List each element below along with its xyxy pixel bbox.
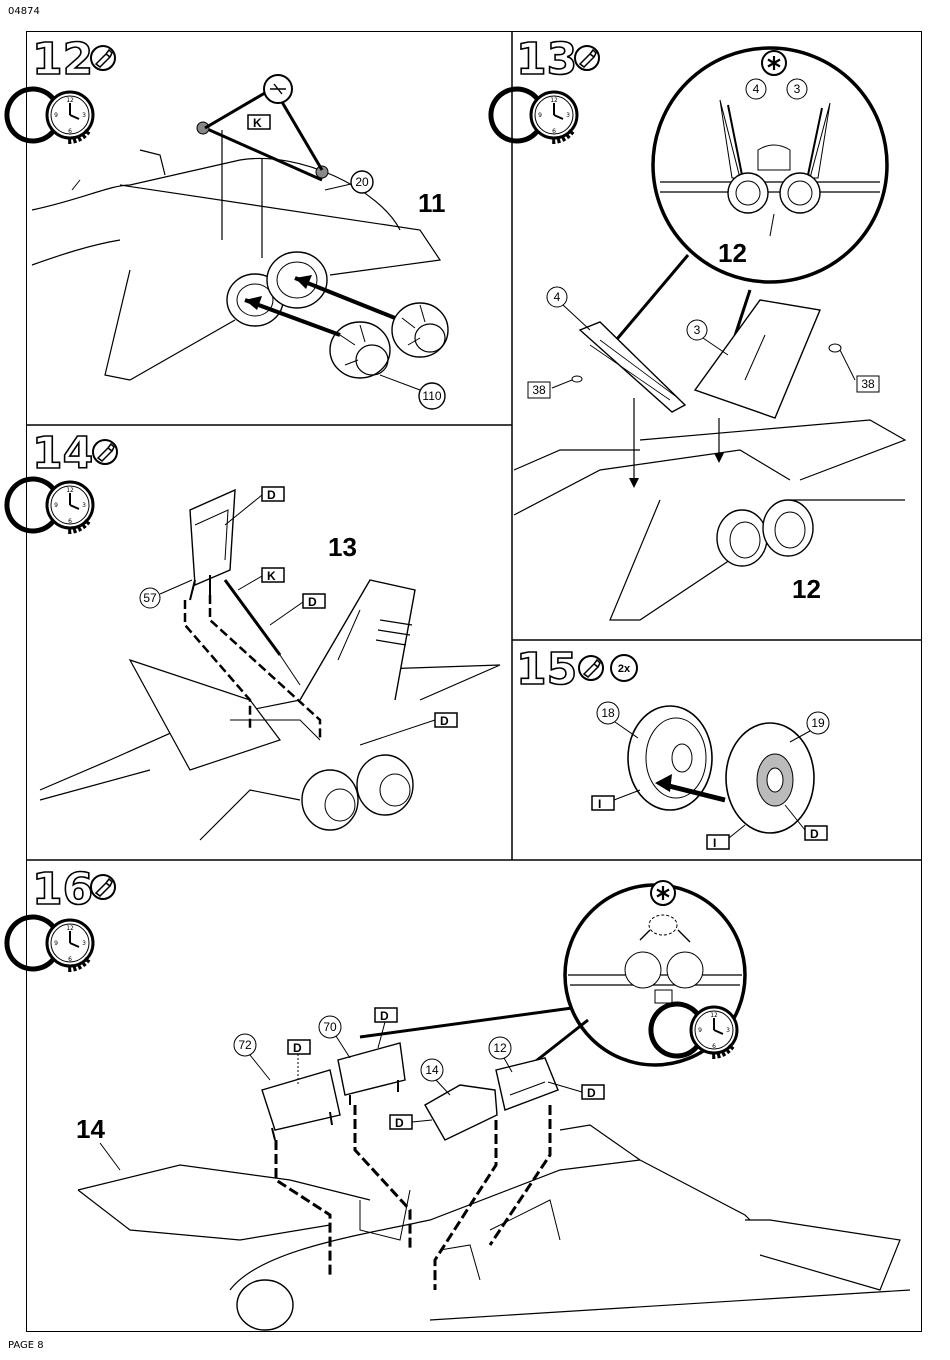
paint-color-tag: D — [308, 595, 317, 609]
step-number: 14 — [32, 428, 93, 479]
quantity-badge: 2x — [618, 663, 631, 675]
glue-tube-icon — [90, 45, 116, 71]
glue-tube-icon — [574, 45, 600, 71]
step-number: 13 — [516, 34, 577, 85]
instruction-frame — [26, 31, 922, 1332]
assembly-label: 12 — [792, 574, 821, 604]
paint-color-tag: D — [440, 714, 449, 728]
part-callout-14: 14 — [425, 1063, 439, 1077]
step-15-panel: 15 2x 18 19 I I D — [515, 643, 830, 850]
paint-color-tag: D — [395, 1116, 404, 1130]
paint-color-tag: I — [598, 797, 601, 811]
paint-color-tag: K — [253, 116, 262, 130]
part-callout-4: 4 — [554, 290, 561, 304]
drying-time-clock-icon — [7, 479, 93, 531]
paint-color-tag: D — [380, 1009, 389, 1023]
part-callout-57: 57 — [143, 591, 157, 605]
drying-time-clock-icon — [491, 89, 577, 141]
document-code: 04874 — [8, 6, 40, 17]
part-callout-3: 3 — [694, 323, 701, 337]
part-callout-38: 38 — [861, 377, 875, 391]
part-callout-38: 38 — [532, 383, 546, 397]
step-number: 16 — [32, 864, 93, 915]
part-callout-70: 70 — [323, 1020, 337, 1034]
paint-color-tag: D — [587, 1086, 596, 1100]
part-callout-12: 12 — [493, 1041, 507, 1055]
assembly-label: 13 — [328, 532, 357, 562]
paint-color-tag: D — [267, 488, 276, 502]
part-callout-18: 18 — [601, 706, 615, 720]
step-14-panel: 14 D K D D — [7, 427, 501, 841]
part-callout-3: 3 — [794, 82, 801, 96]
step-number: 15 — [516, 644, 577, 695]
paint-color-tag: K — [267, 569, 276, 583]
paint-color-tag: I — [713, 836, 716, 850]
drying-time-clock-icon — [7, 89, 93, 141]
step-16-panel: 16 14 — [7, 863, 911, 1331]
glue-tube-icon — [578, 655, 604, 681]
part-callout-72: 72 — [238, 1038, 252, 1052]
part-callout-110: 110 — [422, 389, 441, 403]
paint-color-tag: D — [810, 827, 819, 841]
glue-tube-icon — [90, 874, 116, 900]
step-13-panel: 13 4 3 12 4 3 38 — [491, 33, 907, 621]
glue-tube-icon — [92, 439, 118, 465]
assembly-label: 11 — [418, 188, 446, 218]
step-number: 12 — [32, 34, 93, 85]
drying-time-clock-icon — [7, 917, 93, 969]
step-12-panel: 12 — [7, 33, 449, 410]
part-callout-19: 19 — [811, 716, 825, 730]
page-number: PAGE 8 — [8, 1340, 44, 1351]
assembly-label: 14 — [76, 1114, 105, 1144]
asterisk-detail-icon — [649, 879, 677, 907]
asterisk-detail-icon — [760, 49, 788, 77]
part-callout-20: 20 — [355, 175, 369, 189]
assembly-label: 12 — [718, 238, 747, 268]
part-callout-4: 4 — [753, 82, 760, 96]
paint-color-tag: D — [293, 1041, 302, 1055]
